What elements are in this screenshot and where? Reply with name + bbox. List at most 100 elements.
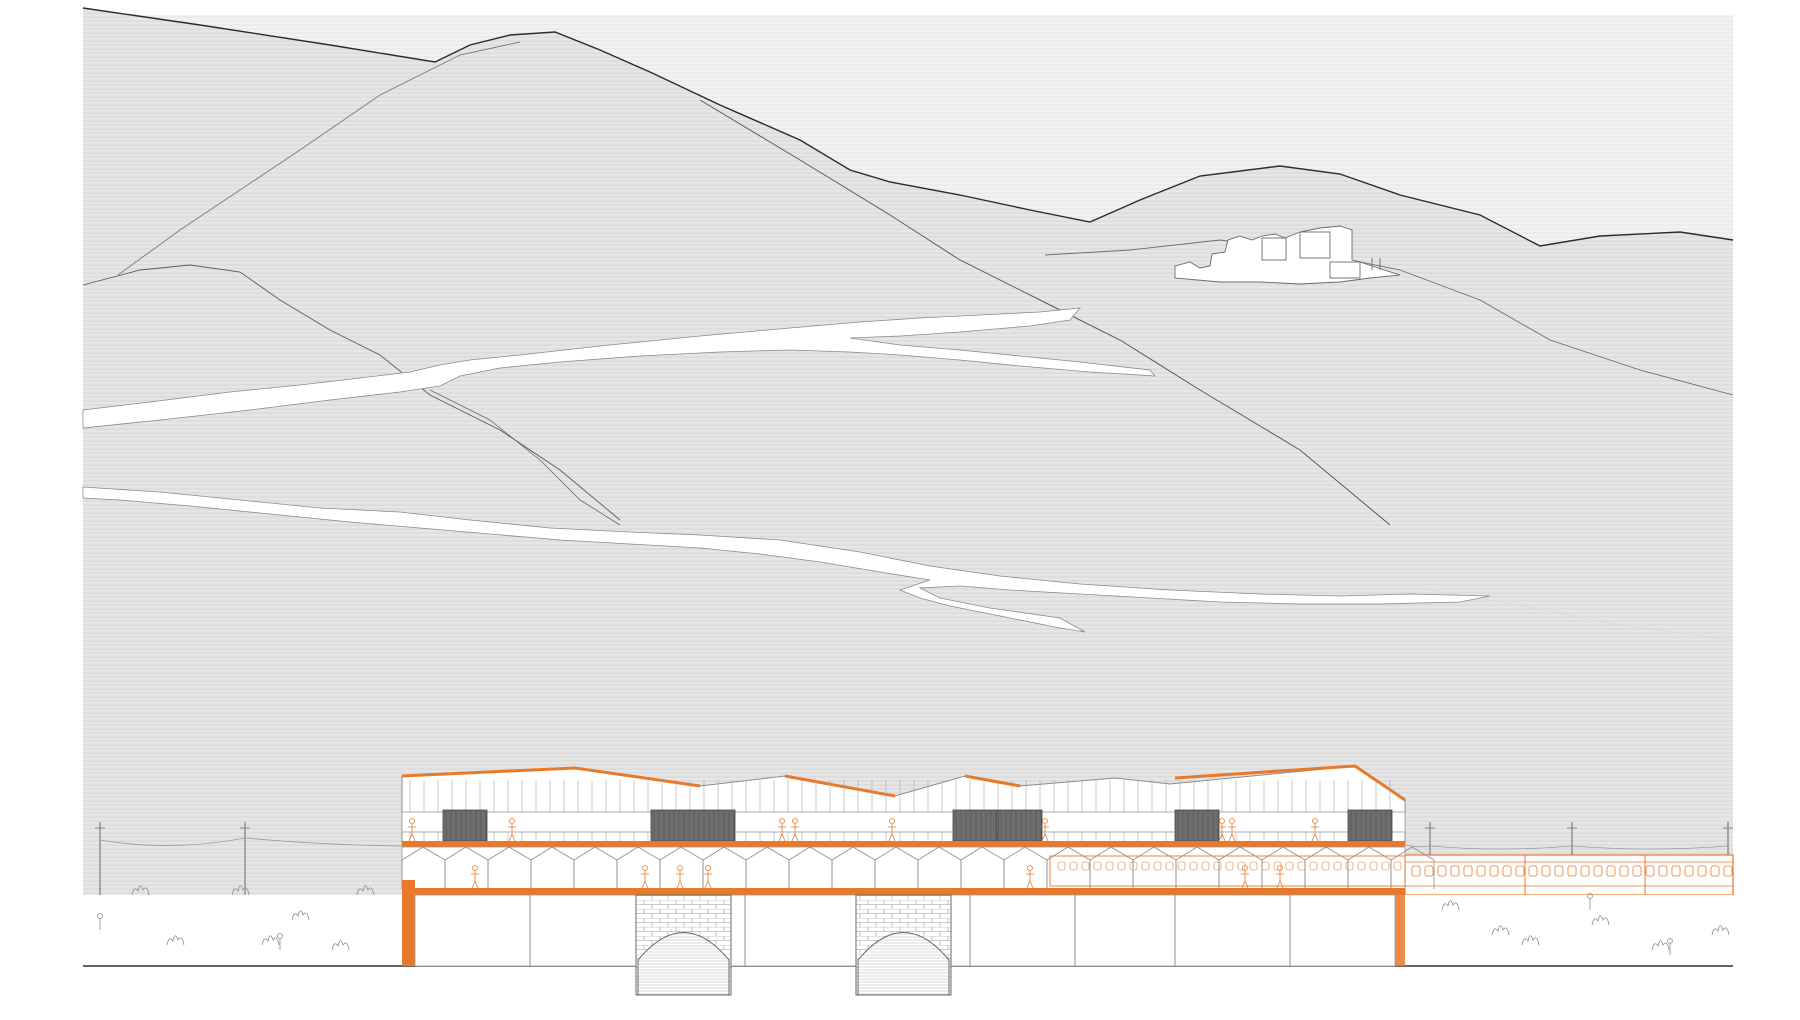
person-head (1312, 818, 1318, 824)
shrub (1711, 925, 1730, 936)
arcade-train-window (1213, 861, 1222, 871)
shrub (166, 935, 185, 946)
shrub (1491, 925, 1510, 936)
person-body (704, 871, 712, 889)
train-window (1567, 865, 1577, 877)
person-head (642, 865, 648, 871)
arcade-train-window (1225, 861, 1234, 871)
train-window (1593, 865, 1603, 877)
shrub (1441, 900, 1460, 911)
arcade-train-window (1105, 861, 1114, 871)
arcade-train-window (1201, 861, 1210, 871)
person-body (676, 871, 684, 889)
arcade-train-window (1381, 861, 1390, 871)
arcade-train-window (1249, 861, 1258, 871)
service-blocks (442, 809, 1393, 842)
passenger-train (1404, 854, 1734, 896)
person-body (1041, 824, 1049, 842)
arcade-train-window (1117, 861, 1126, 871)
arcade-train-window (1081, 861, 1090, 871)
train-window (1619, 865, 1629, 877)
shrub (231, 885, 250, 896)
person-head (1242, 865, 1248, 871)
shrub (131, 885, 150, 896)
arcade-train-window (1057, 861, 1066, 871)
train-window (1515, 865, 1525, 877)
people-figures (408, 818, 1319, 889)
person-head (705, 865, 711, 871)
train-window (1489, 865, 1499, 877)
train-window (1528, 865, 1538, 877)
station-market-building (401, 764, 1435, 996)
train-window (1632, 865, 1642, 877)
train-window (1671, 865, 1681, 877)
person-head (677, 865, 683, 871)
right-ridge-slope (1044, 239, 1734, 396)
person-body (641, 871, 649, 889)
person-body (1228, 824, 1236, 842)
person-head (409, 818, 415, 824)
arcade-train-window (1357, 861, 1366, 871)
person-head (792, 818, 798, 824)
bridge-arches (635, 894, 952, 996)
person-body (1276, 871, 1284, 889)
left-slope-line (117, 41, 521, 276)
person-head (779, 818, 785, 824)
ground-figure-head (1587, 893, 1593, 899)
train-window (1502, 865, 1512, 877)
bridge-arch-opening (857, 932, 950, 996)
train-window (1463, 865, 1473, 877)
road-lower (82, 486, 1491, 633)
train-window (1697, 865, 1707, 877)
train-window (1554, 865, 1564, 877)
service-block (442, 809, 488, 842)
person-head (1042, 818, 1048, 824)
left-pier (402, 880, 415, 966)
person-body (1026, 871, 1034, 889)
upper-balustrade (401, 811, 1406, 833)
person-body (1311, 824, 1319, 842)
shrub (1651, 940, 1670, 951)
ground-figure-head (1667, 938, 1673, 944)
train-window (1658, 865, 1668, 877)
main-peak-right-slope (699, 99, 1391, 526)
shrub (331, 940, 350, 951)
person-body (471, 871, 479, 889)
train-window (1541, 865, 1551, 877)
person-head (1219, 818, 1225, 824)
train-window (1723, 865, 1733, 877)
person-head (1027, 865, 1033, 871)
person-body (778, 824, 786, 842)
train-window (1710, 865, 1720, 877)
train-window (1411, 865, 1421, 877)
arcade-train-window (1261, 861, 1270, 871)
person-head (472, 865, 478, 871)
service-block (1174, 809, 1220, 842)
right-pier (1395, 895, 1405, 966)
main-slab (402, 888, 1405, 895)
arcade-train-window (1177, 861, 1186, 871)
arcade-train-window (1345, 861, 1354, 871)
ground-figure-head (97, 913, 103, 919)
arcade-train-window (1153, 861, 1162, 871)
person-head (1277, 865, 1283, 871)
train-window (1580, 865, 1590, 877)
person-body (408, 824, 416, 842)
arcade-train-window (1393, 861, 1402, 871)
service-block (650, 809, 736, 842)
overhead-wire (99, 837, 403, 847)
train-window (1437, 865, 1447, 877)
shrub (1521, 935, 1540, 946)
arcade-train-window (1129, 861, 1138, 871)
left-hill-line (82, 264, 621, 521)
lower-columns (529, 895, 1291, 966)
arcade-train-window (1309, 861, 1318, 871)
person-body (508, 824, 516, 842)
arcade-train-window (1141, 861, 1150, 871)
service-block (1347, 809, 1393, 842)
train-window (1424, 865, 1434, 877)
arcade-train-window (1165, 861, 1174, 871)
service-block (952, 809, 998, 842)
arcade-train (1049, 855, 1406, 887)
